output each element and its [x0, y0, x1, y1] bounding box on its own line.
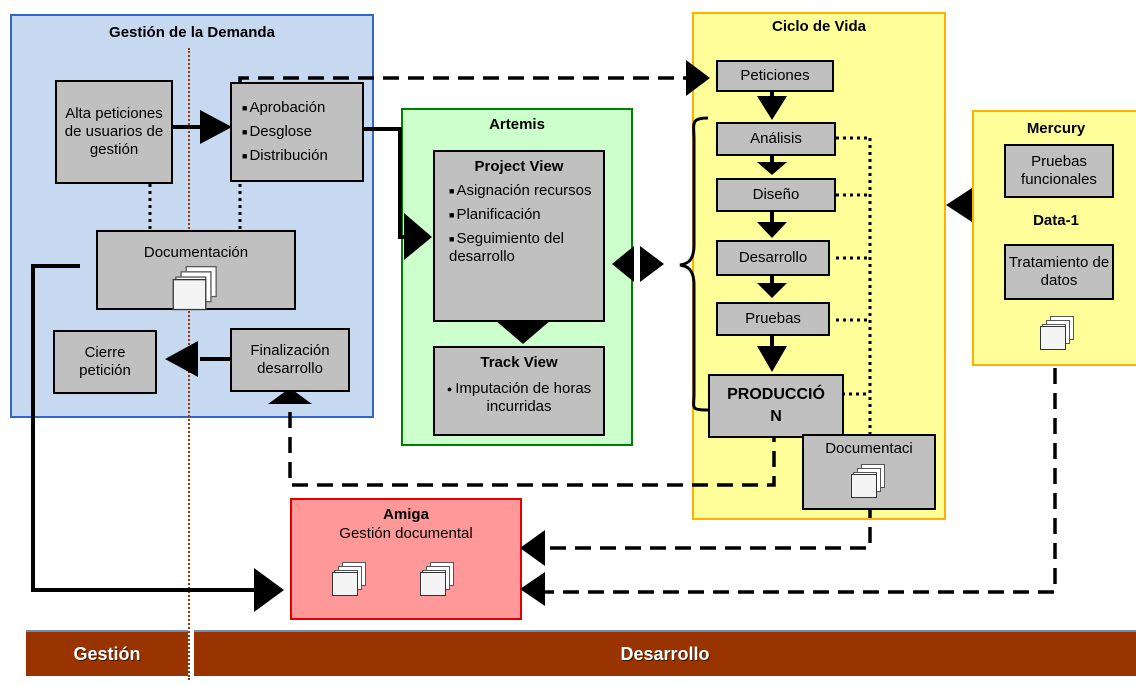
cierre-label: Cierre petición [79, 344, 131, 379]
documentacion-box[interactable]: Documentación [96, 230, 296, 311]
tratamiento-datos-box[interactable]: Tratamiento de datos [1004, 244, 1114, 300]
track-view-box[interactable]: Track View Imputación de horas incurrida… [433, 346, 605, 436]
amiga-panel: Amiga Gestión documental [290, 498, 522, 620]
imputacion-item: Imputación de horas incurridas [443, 380, 595, 416]
ciclo-documentacion-box[interactable]: Documentaci [802, 434, 936, 510]
data1-title: Data-1 [1033, 212, 1079, 229]
step-peticiones[interactable]: Peticiones [716, 60, 834, 92]
document-stack-icon [332, 562, 368, 596]
gestion-band: Gestión [26, 630, 188, 676]
finalizacion-label: Finalización desarrollo [250, 342, 330, 377]
planificacion-item: Planificación [443, 206, 595, 224]
amiga-title: Amiga [383, 506, 429, 523]
desarrollo-band-label: Desarrollo [620, 643, 710, 664]
desarrollo-band: Desarrollo [194, 630, 1136, 676]
documentacion-label: Documentación [143, 244, 249, 261]
alta-peticiones-box[interactable]: Alta peticiones de usuarios de gestión [55, 80, 173, 184]
step-pruebas[interactable]: Pruebas [716, 302, 830, 336]
step-label: Peticiones [740, 67, 810, 84]
document-stack-icon [1040, 316, 1076, 350]
step-label: PRODUCCIÓ N [727, 386, 825, 425]
aprobacion-item: Aprobación [242, 99, 325, 117]
gestion-band-label: Gestión [73, 643, 141, 664]
document-stack-icon [851, 464, 887, 498]
mercury-title: Mercury [1026, 120, 1086, 137]
track-view-title: Track View [480, 354, 558, 371]
alta-peticiones-label: Alta peticiones de usuarios de gestión [64, 105, 164, 158]
pruebas-label: Pruebas funcionales [1021, 153, 1097, 188]
seguimiento-item: Seguimiento del desarrollo [443, 230, 595, 266]
step-label: Desarrollo [738, 249, 808, 266]
ciclo-vida-title: Ciclo de Vida [772, 18, 866, 35]
pruebas-funcionales-box[interactable]: Pruebas funcionales [1004, 144, 1114, 198]
step-diseno[interactable]: Diseño [716, 178, 836, 212]
step-label: Pruebas [745, 310, 801, 327]
project-view-title: Project View [474, 158, 564, 175]
step-label: Diseño [752, 186, 800, 203]
tratamiento-label: Tratamiento de datos [1008, 254, 1110, 289]
asignacion-item: Asignación recursos [443, 182, 595, 200]
documentacion-label: Documentaci [825, 440, 913, 457]
step-produccion[interactable]: PRODUCCIÓ N [708, 374, 844, 438]
document-stack-icon [420, 562, 456, 596]
artemis-title: Artemis [489, 116, 545, 133]
amiga-doc-icon-1 [332, 562, 368, 599]
mercury-doc-icon [1040, 316, 1076, 353]
document-stack-icon [172, 266, 220, 311]
amiga-doc-icon-2 [420, 562, 456, 599]
step-analisis[interactable]: Análisis [716, 122, 836, 156]
step-label: Análisis [750, 130, 802, 147]
finalizacion-desarrollo-box[interactable]: Finalización desarrollo [230, 328, 350, 392]
distribucion-item: Distribución [242, 147, 327, 165]
step-desarrollo[interactable]: Desarrollo [716, 240, 830, 276]
amiga-subtitle: Gestión documental [339, 525, 473, 542]
desglose-item: Desglose [242, 123, 312, 141]
project-view-box[interactable]: Project View Asignación recursos Planifi… [433, 150, 605, 322]
gestion-demanda-title: Gestión de la Demanda [109, 24, 275, 41]
cierre-peticion-box[interactable]: Cierre petición [53, 330, 157, 394]
aprobacion-box[interactable]: Aprobación Desglose Distribución [230, 82, 364, 182]
